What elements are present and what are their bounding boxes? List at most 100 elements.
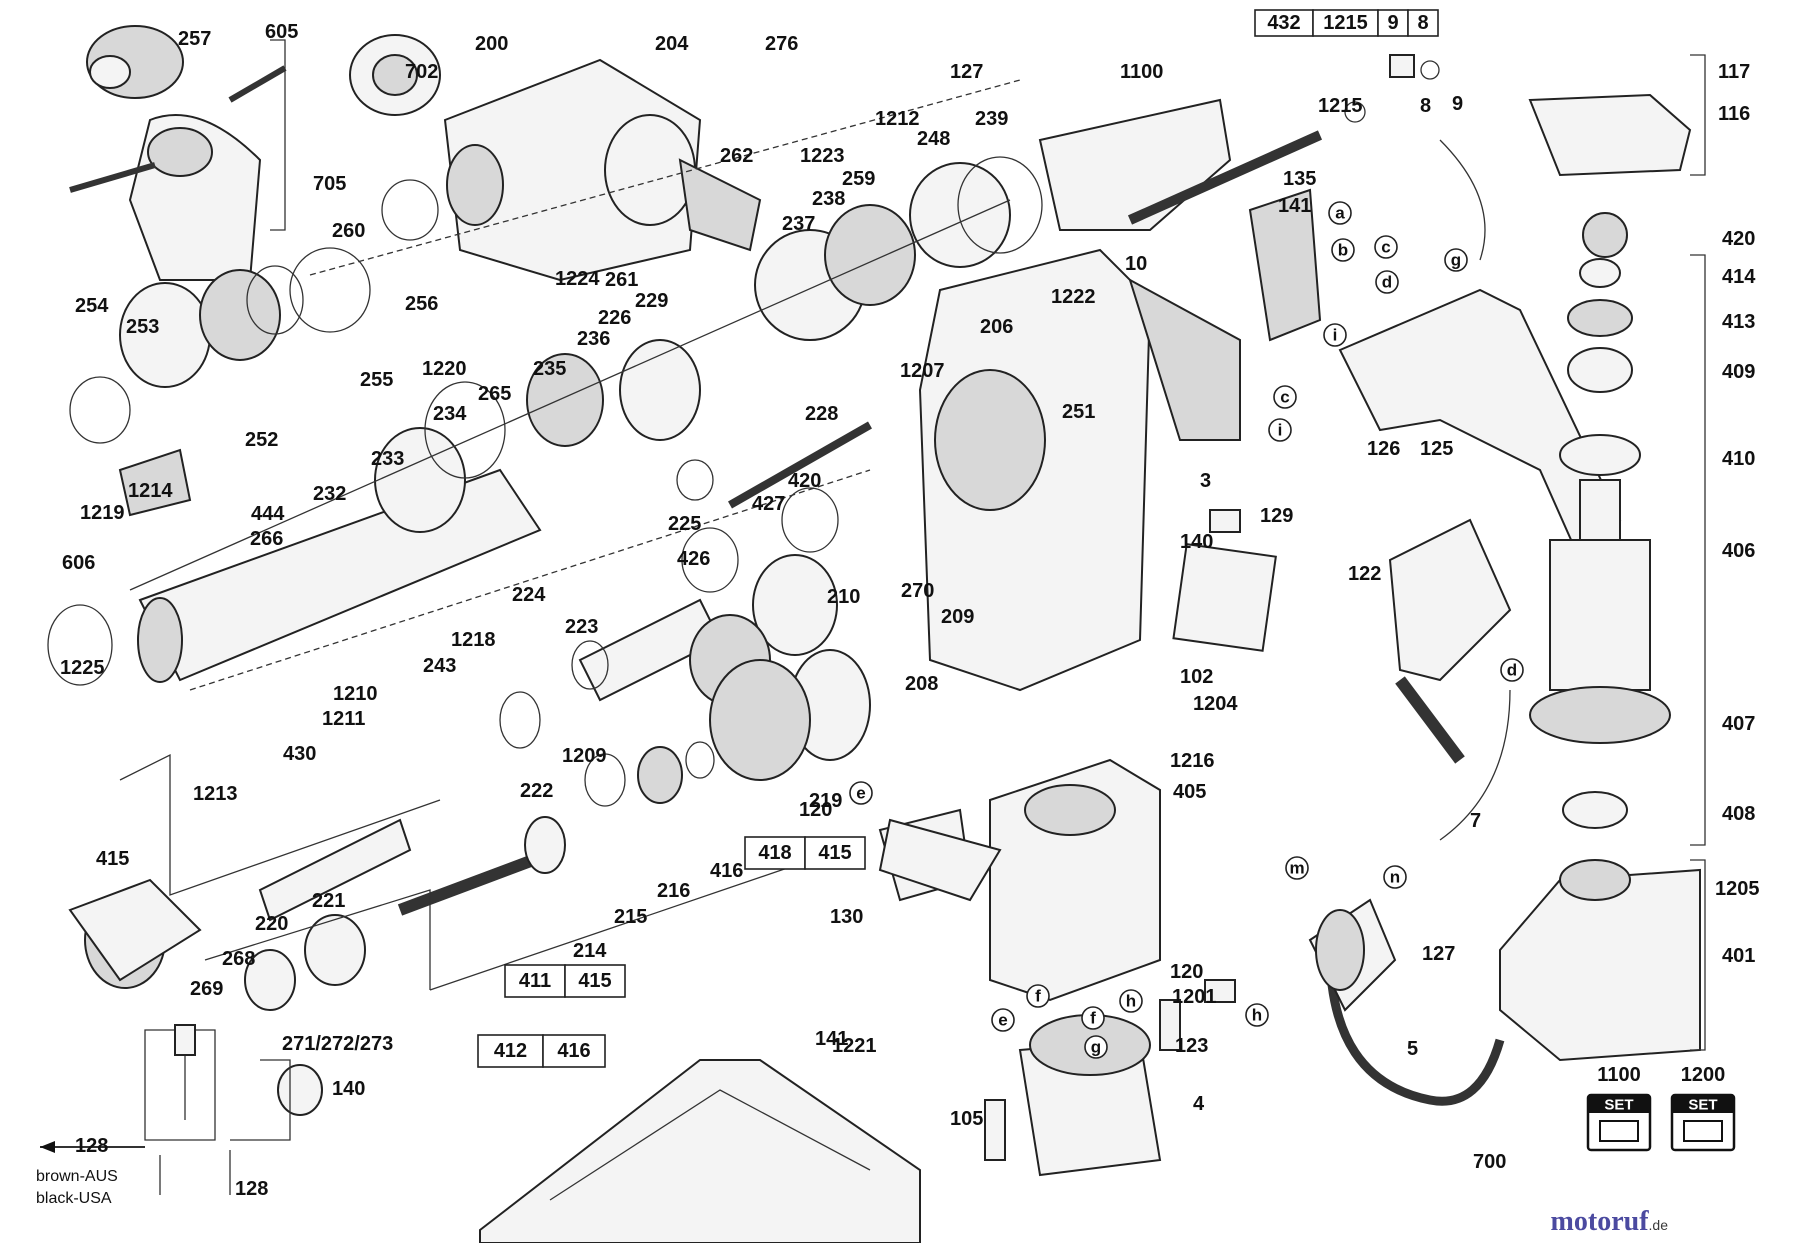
svg-text:a: a <box>1335 204 1345 223</box>
part-label-1204: 1204 <box>1193 693 1238 715</box>
svg-text:h: h <box>1252 1006 1262 1025</box>
part-label-1220: 1220 <box>422 358 467 380</box>
part-label-1224: 1224 <box>555 268 600 290</box>
svg-text:e: e <box>856 784 865 803</box>
part-label-238: 238 <box>812 188 845 210</box>
ref-letter-n: n <box>1383 865 1407 889</box>
part-label-128: 128 <box>235 1178 268 1200</box>
part-label-228: 228 <box>805 403 838 425</box>
part-label-408: 408 <box>1722 803 1755 825</box>
part-label-270: 270 <box>901 580 934 602</box>
wire-note-aus: brown-AUS <box>36 1168 118 1185</box>
part-label-409: 409 <box>1722 361 1755 383</box>
part-label-700: 700 <box>1473 1151 1506 1173</box>
part-label-259: 259 <box>842 168 875 190</box>
part-label-224: 224 <box>512 584 546 606</box>
part-label-236: 236 <box>577 328 610 350</box>
part-label-1100: 1100 <box>1120 61 1163 83</box>
part-label-9: 9 <box>1452 93 1463 115</box>
svg-text:d: d <box>1507 661 1517 680</box>
part-label-427: 427 <box>752 493 785 515</box>
svg-text:416: 416 <box>557 1040 590 1062</box>
box-label-432: 432 <box>1254 9 1314 37</box>
part-label-127: 127 <box>1422 943 1455 965</box>
part-label-129: 129 <box>1260 505 1293 527</box>
part-label-248: 248 <box>917 128 950 150</box>
part-label-126: 126 <box>1367 438 1400 460</box>
svg-text:1215: 1215 <box>1323 12 1368 34</box>
ref-letter-h: h <box>1245 1003 1269 1027</box>
part-label-8: 8 <box>1420 95 1431 117</box>
part-label-117: 117 <box>1718 61 1750 83</box>
box-label-9: 9 <box>1377 9 1409 37</box>
part-label-420: 420 <box>788 470 821 492</box>
box-label-8: 8 <box>1407 9 1439 37</box>
svg-text:f: f <box>1035 987 1041 1006</box>
ref-letter-c: c <box>1273 385 1297 409</box>
part-label-605: 605 <box>265 21 298 43</box>
svg-text:m: m <box>1289 859 1304 878</box>
box-label-415: 415 <box>564 964 626 998</box>
ref-letter-d: d <box>1375 270 1399 294</box>
part-label-141: 141 <box>815 1028 848 1050</box>
part-label-413: 413 <box>1722 311 1755 333</box>
part-label-229: 229 <box>635 290 668 312</box>
part-label-141: 141 <box>1278 195 1311 217</box>
part-label-216: 216 <box>657 880 690 902</box>
svg-text:8: 8 <box>1417 12 1428 34</box>
part-label-128: 128 <box>75 1135 108 1157</box>
part-label-1219: 1219 <box>80 502 125 524</box>
part-label-276: 276 <box>765 33 798 55</box>
svg-text:d: d <box>1382 273 1392 292</box>
svg-text:415: 415 <box>578 970 611 992</box>
part-label-1211: 1211 <box>322 708 365 730</box>
part-label-415: 415 <box>96 848 129 870</box>
part-label-1214: 1214 <box>128 480 173 502</box>
ref-letter-a: a <box>1328 201 1352 225</box>
part-gear-housing <box>443 58 702 282</box>
part-label-210: 210 <box>827 586 860 608</box>
box-label-418: 418 <box>744 836 806 870</box>
svg-text:g: g <box>1451 251 1461 270</box>
part-label-122: 122 <box>1348 563 1381 585</box>
part-label-407: 407 <box>1722 713 1755 735</box>
part-label-1201: 1201 <box>1172 986 1217 1008</box>
part-label-420: 420 <box>1722 228 1755 250</box>
part-label-225: 225 <box>668 513 701 535</box>
part-label-130: 130 <box>830 906 863 928</box>
svg-text:411: 411 <box>519 970 551 992</box>
part-label-702: 702 <box>405 61 438 83</box>
part-label-233: 233 <box>371 448 404 470</box>
svg-text:b: b <box>1338 241 1348 260</box>
part-label-414: 414 <box>1722 266 1756 288</box>
part-label-255: 255 <box>360 369 393 391</box>
box-label-415: 415 <box>804 836 866 870</box>
wire-note-usa: black-USA <box>36 1190 112 1207</box>
part-label-3: 3 <box>1200 470 1211 492</box>
part-label-444: 444 <box>251 503 285 525</box>
part-label-257: 257 <box>178 28 211 50</box>
part-label-1215: 1215 <box>1318 95 1363 117</box>
svg-text:i: i <box>1333 326 1338 345</box>
ref-letter-d: d <box>1500 658 1524 682</box>
box-label-412: 412 <box>477 1034 544 1068</box>
svg-text:h: h <box>1126 992 1136 1011</box>
part-label-123: 123 <box>1175 1035 1208 1057</box>
watermark: motoruf.de <box>1551 1206 1669 1237</box>
part-label-269: 269 <box>190 978 223 1000</box>
part-label-1218: 1218 <box>451 629 496 651</box>
part-label-401: 401 <box>1722 945 1755 967</box>
svg-text:g: g <box>1091 1038 1101 1057</box>
part-label-405: 405 <box>1173 781 1206 803</box>
part-handle-cover <box>1038 98 1232 231</box>
part-label-606: 606 <box>62 552 95 574</box>
ref-letter-h: h <box>1119 989 1143 1013</box>
part-carrying-case <box>479 1059 921 1243</box>
part-label-120: 120 <box>1170 961 1203 983</box>
part-label-120: 120 <box>799 799 832 821</box>
